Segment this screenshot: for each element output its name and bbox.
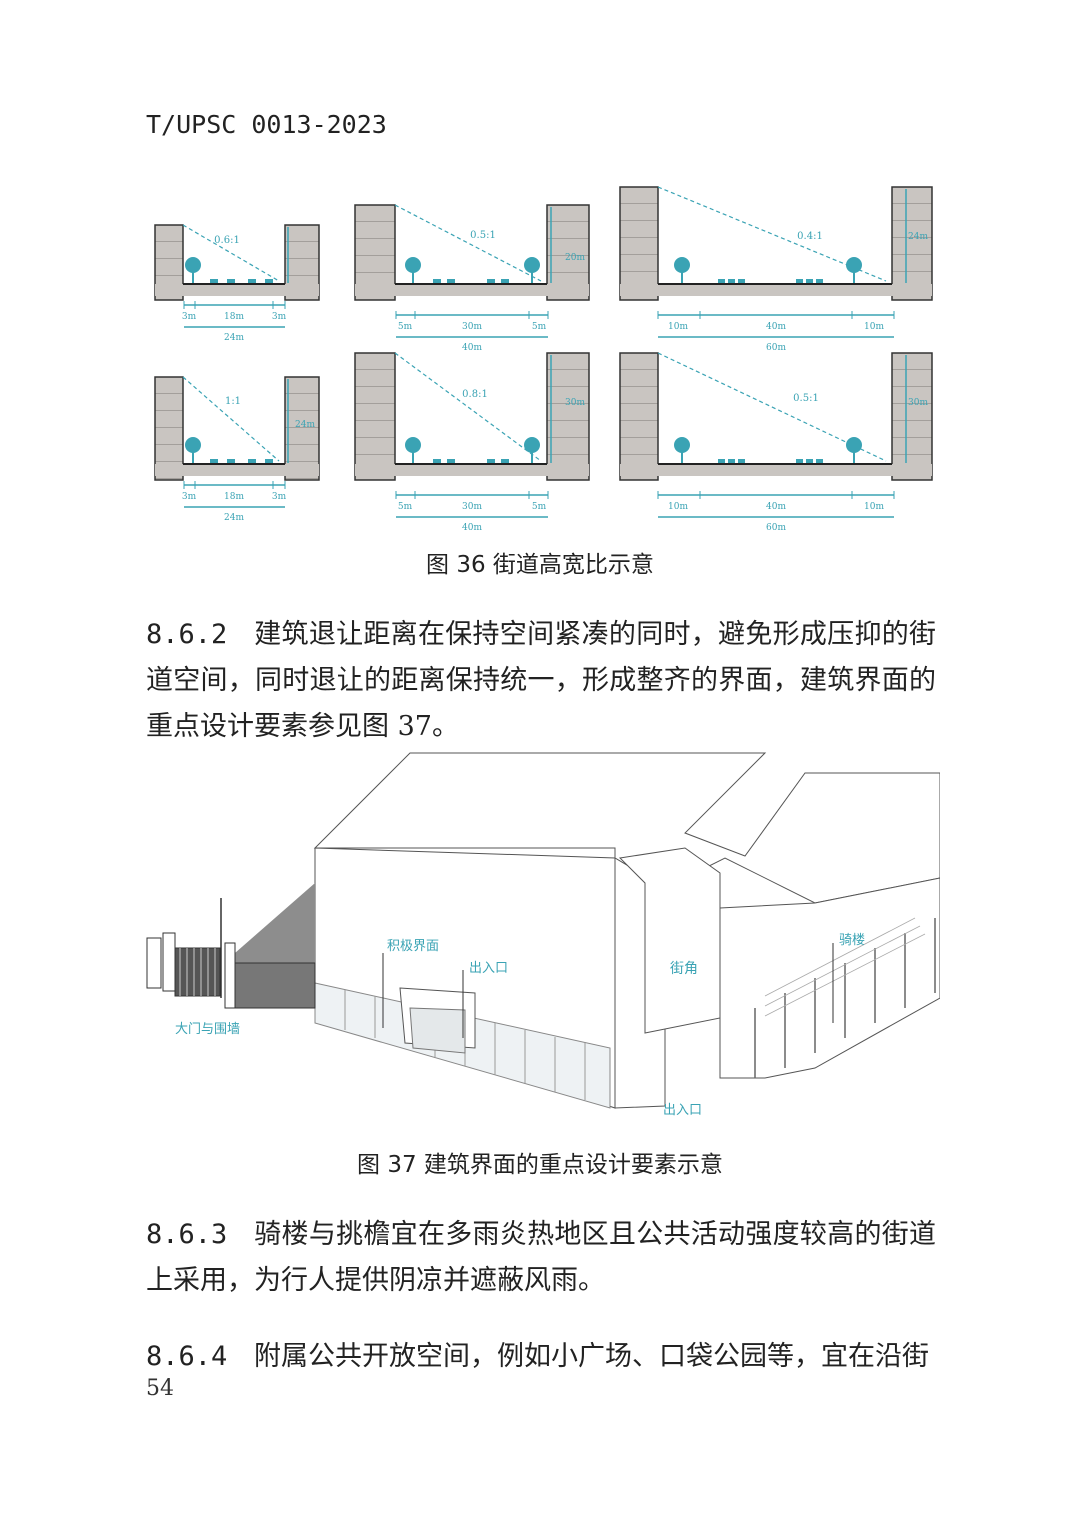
label-gate: 大门与围墙 [175, 1022, 240, 1037]
street-ratio-diagrams: 0.6:1 3m 18m 3m 24m 0.5:1 20m 5m 30m 5m … [154, 186, 933, 530]
panel-3-dim-2: 10m [864, 322, 884, 332]
panel-6-ratio: 0.5:1 [793, 393, 819, 404]
panel-4-dim-0: 3m [182, 492, 197, 502]
label-active-interface: 积极界面 [387, 939, 439, 954]
figure-36-caption: 图 36 街道高宽比示意 [426, 552, 654, 578]
panel-4-dim-2: 3m [272, 492, 287, 502]
panel-3-height: 24m [908, 232, 928, 242]
panel-2-dim-1: 30m [462, 322, 482, 332]
panel-4-height: 24m [295, 420, 315, 430]
label-entrance-1: 出入口 [469, 961, 508, 976]
panel-5-total: 40m [462, 523, 482, 530]
document-code: T/UPSC 0013-2023 [146, 110, 387, 139]
panel-5-height: 30m [565, 398, 585, 408]
figure-37-caption: 图 37 建筑界面的重点设计要素示意 [357, 1152, 723, 1178]
panel-1-dim-2: 3m [272, 312, 287, 322]
panel-2-height: 20m [565, 253, 585, 263]
panel-2-dim-0: 5m [398, 322, 413, 332]
building-interface-illustration: 大门与围墙 积极界面 出入口 街角 骑楼 出入口 [146, 752, 940, 1118]
panel-2-total: 40m [462, 343, 482, 353]
panel-2-ratio: 0.5:1 [470, 230, 496, 241]
clause-text: 附属公共开放空间，例如小广场、口袋公园等，宜在沿街 [254, 1341, 929, 1372]
panel-4-ratio: 1:1 [225, 396, 241, 407]
clause-number: 8.6.4 [146, 1341, 228, 1372]
panel-6-height: 30m [908, 398, 928, 408]
label-corner: 街角 [670, 961, 698, 977]
panel-3-ratio: 0.4:1 [797, 231, 823, 242]
clause-number: 8.6.3 [146, 1219, 228, 1250]
panel-3: 0.4:1 24m 10m 40m 10m 60m [619, 186, 933, 353]
panel-2: 0.5:1 20m 5m 30m 5m 40m [354, 204, 590, 353]
label-entrance-2: 出入口 [663, 1103, 702, 1118]
panel-1: 0.6:1 3m 18m 3m 24m [154, 224, 320, 343]
panel-6-dim-2: 10m [864, 502, 884, 512]
panel-3-total: 60m [766, 343, 786, 353]
page-number: 54 [146, 1376, 174, 1401]
panel-1-dim-0: 3m [182, 312, 197, 322]
panel-6-dim-1: 40m [766, 502, 786, 512]
panel-2-dim-2: 5m [532, 322, 547, 332]
label-arcade: 骑楼 [839, 933, 865, 948]
panel-4-dim-1: 18m [224, 492, 244, 502]
panel-4-total: 24m [224, 513, 244, 523]
panel-5-dim-1: 30m [462, 502, 482, 512]
panel-4: 1:1 24m 3m 18m 3m 24m [154, 376, 320, 523]
panel-1-dim-1: 18m [224, 312, 244, 322]
panel-1-ratio: 0.6:1 [214, 235, 240, 246]
panel-3-dim-0: 10m [668, 322, 688, 332]
panel-6-total: 60m [766, 523, 786, 530]
clause-text: 建筑退让距离在保持空间紧凑的同时，避免形成压抑的街道空间，同时退让的距离保持统一… [146, 619, 936, 742]
clause-text: 骑楼与挑檐宜在多雨炎热地区且公共活动强度较高的街道上采用，为行人提供阴凉并遮蔽风… [146, 1219, 936, 1296]
panel-3-dim-1: 40m [766, 322, 786, 332]
panel-6-dim-0: 10m [668, 502, 688, 512]
panel-5-dim-2: 5m [532, 502, 547, 512]
panel-6: 0.5:1 30m 10m 40m 10m 60m [619, 352, 933, 530]
panel-5-dim-0: 5m [398, 502, 413, 512]
panel-1-total: 24m [224, 333, 244, 343]
clause-number: 8.6.2 [146, 619, 228, 650]
panel-5: 0.8:1 30m 5m 30m 5m 40m [354, 352, 590, 530]
panel-5-ratio: 0.8:1 [462, 389, 488, 400]
paragraph-8-6-4: 8.6.4 附属公共开放空间，例如小广场、口袋公园等，宜在沿街 [146, 1334, 936, 1380]
